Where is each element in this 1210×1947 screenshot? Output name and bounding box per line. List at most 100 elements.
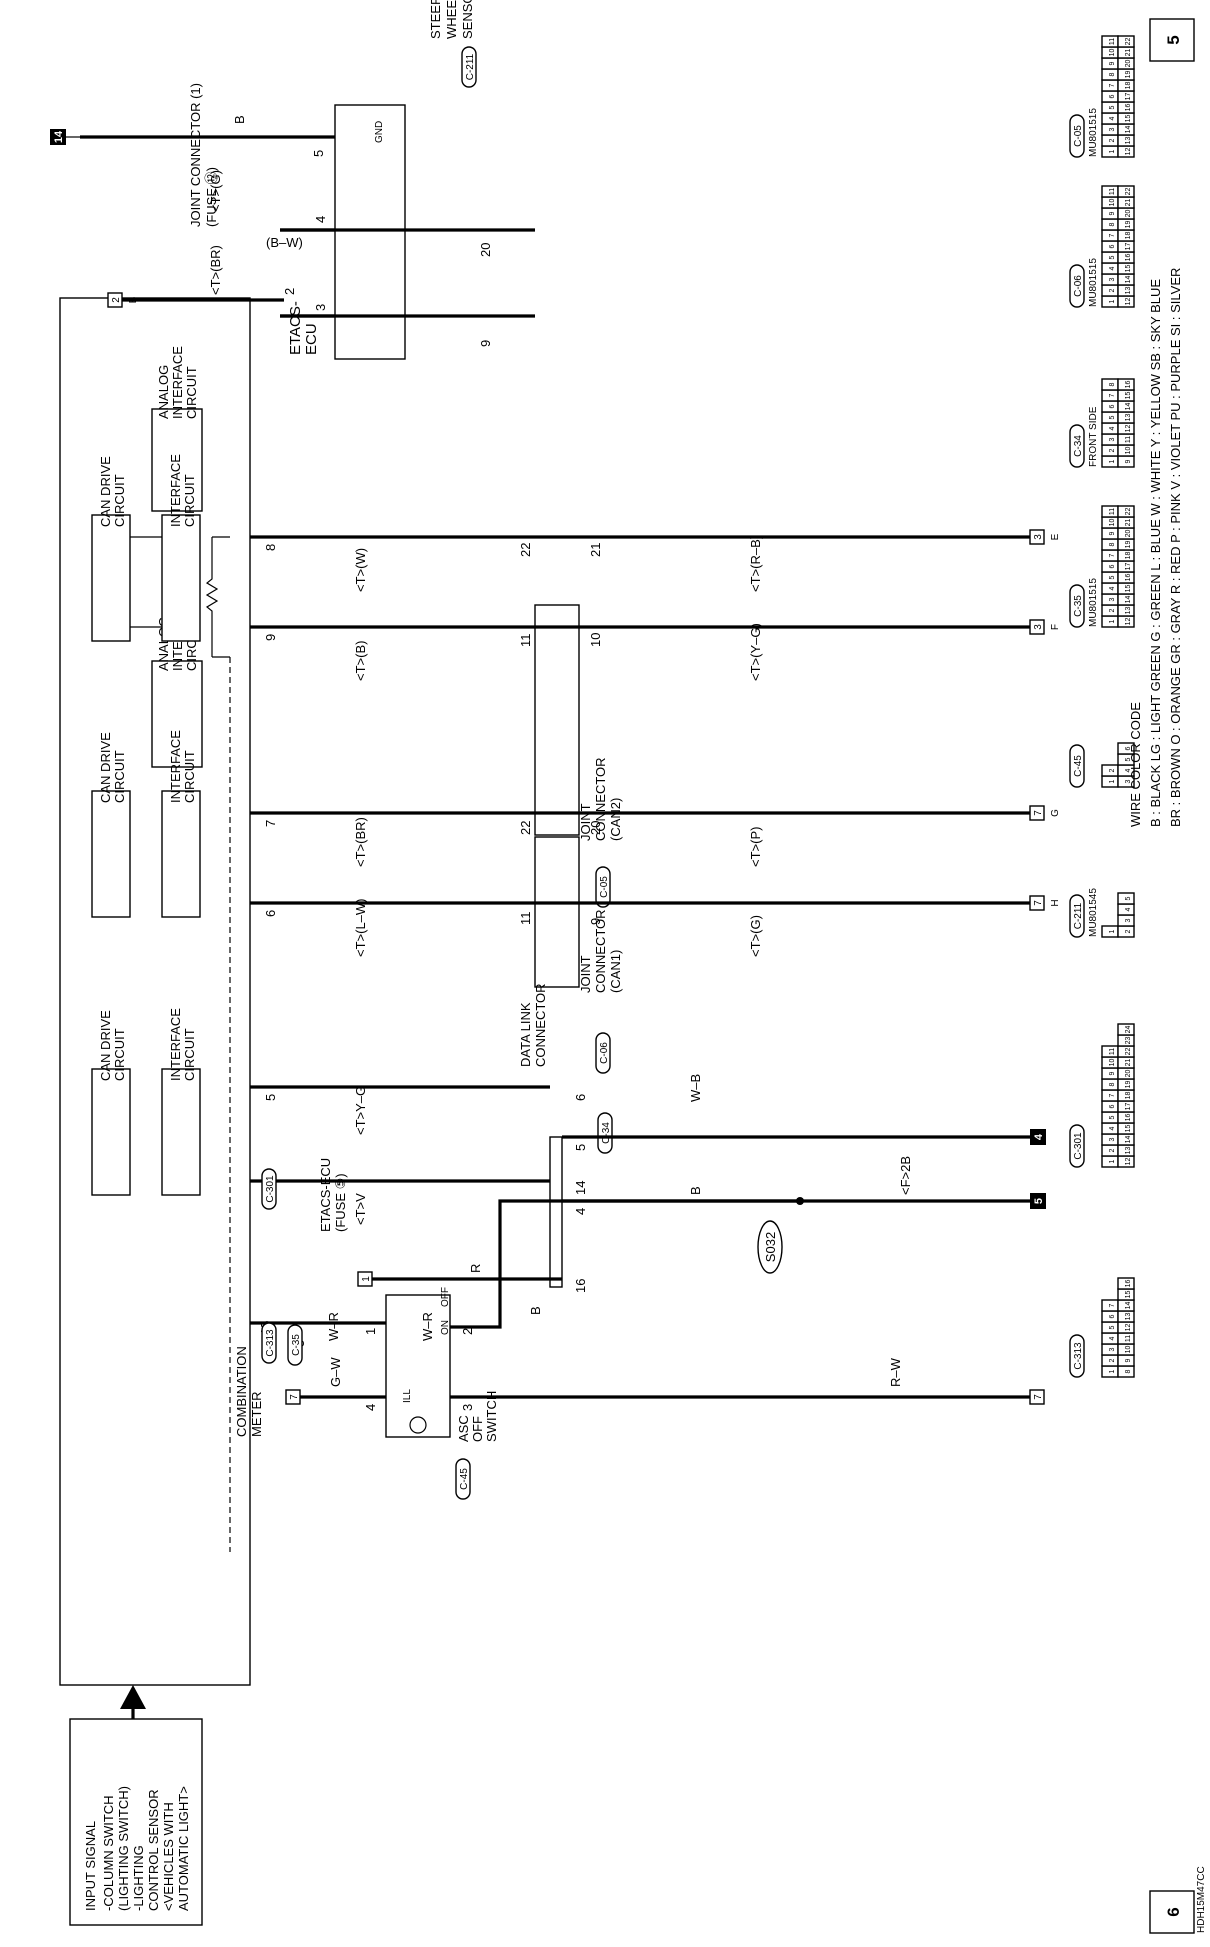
svg-text:2: 2 bbox=[460, 1328, 475, 1335]
svg-text:B: B bbox=[688, 1186, 703, 1195]
steering-wheel-sensor-label-line: SENSOR bbox=[460, 0, 475, 39]
connector-pin-number: 2 bbox=[1109, 138, 1116, 142]
connector-pin-number: 19 bbox=[1125, 71, 1132, 79]
connector-pin-number: 7 bbox=[1109, 1093, 1116, 1097]
svg-text:6: 6 bbox=[1164, 1907, 1183, 1916]
svg-text:3: 3 bbox=[460, 1404, 475, 1411]
connector-pin-number: 13 bbox=[1125, 1313, 1132, 1321]
connector-pin-number: 20 bbox=[1125, 210, 1132, 218]
svg-text:3: 3 bbox=[1033, 624, 1044, 630]
joint-connector-can2-label-line: CONNECTOR bbox=[593, 757, 608, 841]
connector-pin-number: 18 bbox=[1125, 1092, 1132, 1100]
svg-text:<F>2B: <F>2B bbox=[898, 1156, 913, 1195]
connector-pin-number: 22 bbox=[1125, 38, 1132, 46]
svg-text:7: 7 bbox=[263, 820, 278, 827]
connector-pin-number: 21 bbox=[1125, 49, 1132, 57]
svg-text:C-06: C-06 bbox=[599, 1042, 610, 1064]
svg-text:ON: ON bbox=[440, 1320, 451, 1335]
connector-pin-number: 1 bbox=[1109, 929, 1116, 933]
connector-pin-number: 11 bbox=[1109, 188, 1116, 195]
etacs-fuse5-label: ETACS-ECU(FUSE ⑤) bbox=[318, 1158, 348, 1232]
analog-interface-block-1: ANALOGINTERFACECIRCUIT bbox=[151, 346, 203, 512]
connector-pin-number: 20 bbox=[1125, 60, 1132, 68]
connector-pin-number: 7 bbox=[1109, 553, 1116, 557]
svg-text:C-35: C-35 bbox=[291, 1334, 302, 1356]
svg-text:10: 10 bbox=[588, 633, 603, 647]
connector-pin-number: 12 bbox=[1125, 298, 1132, 306]
joint-connector-fuse12-label-line: (FUSE ⑫) bbox=[204, 167, 219, 227]
svg-text:4: 4 bbox=[1033, 1133, 1045, 1140]
connector-pin-number: 15 bbox=[1125, 1291, 1132, 1299]
ground-4: 4 bbox=[1030, 1129, 1046, 1145]
analog-interface-label-line: INTERFACE bbox=[170, 346, 185, 419]
connector-pin-number: 2 bbox=[1109, 288, 1116, 292]
svg-text:4: 4 bbox=[313, 216, 328, 223]
svg-text:1: 1 bbox=[361, 1276, 372, 1282]
connector-pin-number: 4 bbox=[1109, 586, 1116, 590]
input-signal-text-line: <VEHICLES WITH bbox=[161, 1802, 176, 1911]
can-drive-label: CAN DRIVECIRCUIT bbox=[98, 1010, 127, 1081]
svg-text:5: 5 bbox=[263, 1094, 278, 1101]
steering-wheel-sensor: STEERINGWHEELSENSOR C-211 GND 5 B 4 <T>(… bbox=[80, 0, 477, 360]
connector-pin-number: 6 bbox=[1109, 564, 1116, 568]
ground-14: 14 bbox=[50, 129, 80, 145]
joint-connector-fuse12: JOINT CONNECTOR (1)(FUSE ⑫) 2 B 2 (B–W) bbox=[107, 83, 303, 308]
input-signal-text-line: CONTROL SENSOR bbox=[146, 1789, 161, 1911]
connector-pin-number: 4 bbox=[1109, 1336, 1116, 1340]
connector-pin-number: 17 bbox=[1125, 243, 1132, 251]
connector-pin-number: 8 bbox=[1109, 382, 1116, 386]
connector-pin-number: 8 bbox=[1109, 1082, 1116, 1086]
svg-text:W–R: W–R bbox=[420, 1312, 435, 1341]
svg-text:<T>(P): <T>(P) bbox=[748, 827, 763, 867]
connector-pin-number: 6 bbox=[1125, 746, 1132, 750]
interface-circuit-label: INTERFACECIRCUIT bbox=[168, 730, 197, 803]
etacs-fuse5: 1 ETACS-ECU(FUSE ⑤) bbox=[318, 1158, 373, 1287]
connector-pin-number: 1 bbox=[1109, 619, 1116, 623]
joint-connector-can2: JOINTCONNECTOR(CAN2) C-05 20 9 8 9 <T>(W… bbox=[250, 228, 1030, 908]
connector-name: C-35 bbox=[1073, 595, 1084, 617]
svg-text:5: 5 bbox=[1164, 35, 1183, 44]
connector-pin-number: 3 bbox=[1125, 918, 1132, 922]
page-number-current: 5 bbox=[1149, 18, 1195, 62]
connector-pin-number: 10 bbox=[1109, 519, 1116, 527]
ground-5: 5 bbox=[1030, 1193, 1046, 1209]
connector-pin-number: 8 bbox=[1109, 222, 1116, 226]
connector-tag bbox=[1069, 114, 1085, 158]
joint-connector-can2-label-line: (CAN2) bbox=[608, 798, 623, 841]
svg-text:E: E bbox=[1050, 533, 1061, 540]
figure-id: HDH15M47CC bbox=[1196, 1866, 1207, 1933]
input-signal-text-line: -LIGHTING bbox=[131, 1845, 146, 1911]
can-drive-block-1: CAN DRIVECIRCUIT bbox=[91, 456, 131, 642]
connector-pin-number: 14 bbox=[1125, 126, 1132, 134]
svg-text:R–W: R–W bbox=[888, 1357, 903, 1387]
splice-s032: S032 bbox=[390, 1197, 804, 1329]
svg-text:11: 11 bbox=[518, 634, 533, 648]
connector-pin-number: 8 bbox=[1109, 542, 1116, 546]
svg-text:3: 3 bbox=[313, 304, 328, 311]
can-drive-block-3: CAN DRIVECIRCUIT bbox=[91, 1010, 131, 1196]
svg-text:22: 22 bbox=[518, 543, 533, 557]
svg-text:7: 7 bbox=[1033, 810, 1044, 816]
etacs-ecu-box bbox=[59, 297, 251, 1686]
connector-pin-number: 10 bbox=[1109, 199, 1116, 207]
svg-text:7: 7 bbox=[1033, 900, 1044, 906]
connector-pin-number: 14 bbox=[1125, 276, 1132, 284]
connector-pin-number: 12 bbox=[1125, 1158, 1132, 1166]
connector-pin-number: 3 bbox=[1109, 597, 1116, 601]
connector-pin-cell bbox=[1117, 378, 1135, 391]
connector-pin-number: 16 bbox=[1125, 1114, 1132, 1122]
interface-circuit-label-line: CIRCUIT bbox=[182, 474, 197, 527]
connector-pin-number: 15 bbox=[1125, 265, 1132, 273]
svg-text:W–R: W–R bbox=[326, 1312, 341, 1341]
connector-pin-number: 2 bbox=[1109, 768, 1116, 772]
svg-text:H: H bbox=[1050, 899, 1061, 906]
svg-text:C-34: C-34 bbox=[601, 1122, 612, 1144]
connector-pin-number: 5 bbox=[1125, 757, 1132, 761]
svg-text:<T>(R–B): <T>(R–B) bbox=[748, 535, 763, 592]
svg-text:BR : BROWN O : ORANGE GR :: BR : BROWN O : ORANGE GR : GRAY R : RED … bbox=[1168, 268, 1183, 827]
joint-connector-can1-label-line: CONNECTOR bbox=[593, 909, 608, 993]
connector-pin-number: 4 bbox=[1125, 907, 1132, 911]
input-signal-title: INPUT SIGNAL bbox=[83, 1821, 98, 1911]
connector-pin-number: 5 bbox=[1109, 105, 1116, 109]
svg-text:8: 8 bbox=[263, 544, 278, 551]
